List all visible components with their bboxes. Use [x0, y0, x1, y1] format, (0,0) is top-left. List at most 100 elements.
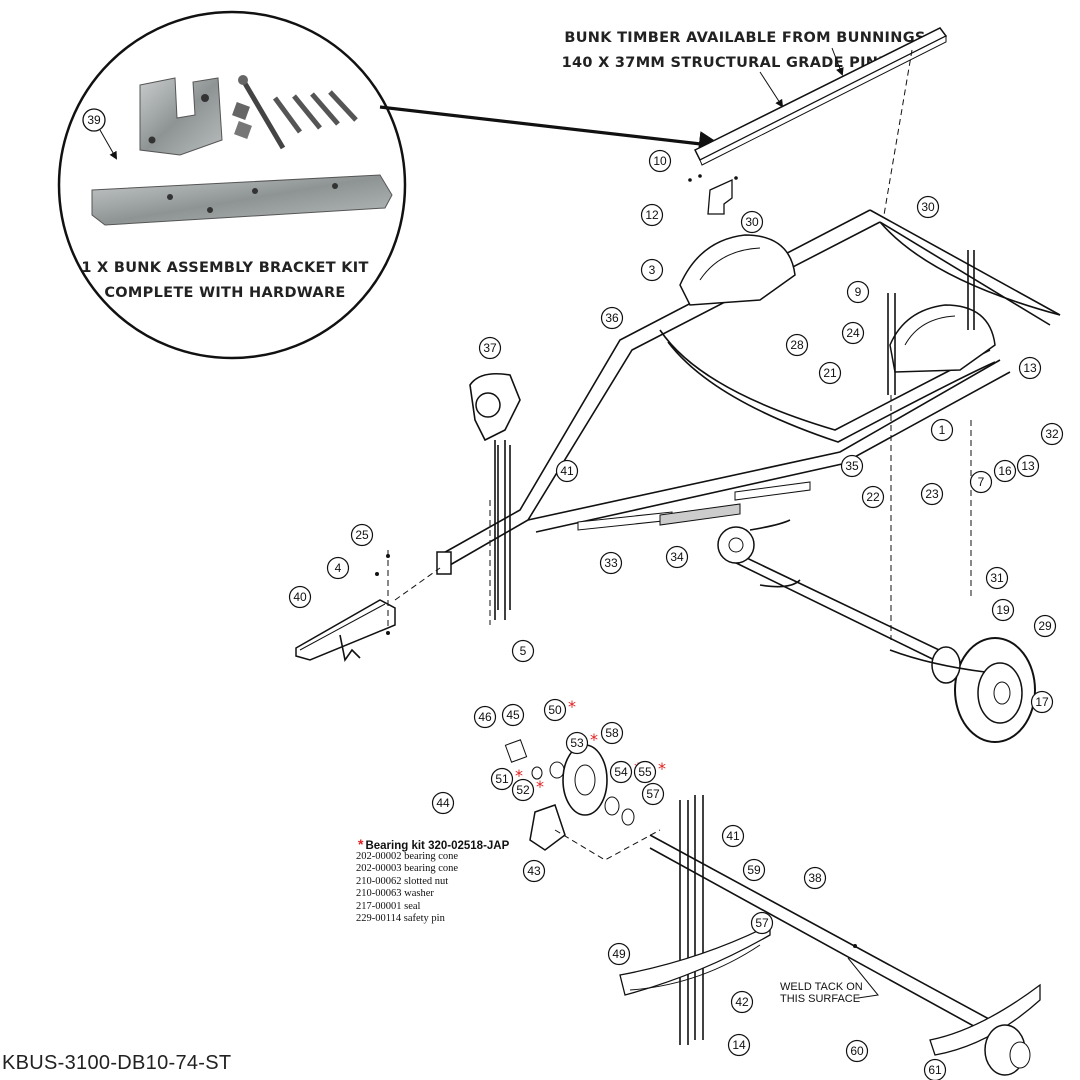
callout-circle — [730, 990, 754, 1014]
hardware-image — [232, 75, 358, 150]
callout-circle — [607, 942, 631, 966]
callout-12: 12 — [640, 203, 664, 227]
bearing-kit-item: 202-00002 bearing cone — [356, 851, 459, 862]
callout-40: 40 — [288, 585, 312, 609]
callout-label: 1 — [939, 423, 946, 437]
callout-circle — [473, 705, 497, 729]
callout-label: 31 — [990, 571, 1004, 585]
callout-50: 50* — [543, 697, 576, 722]
callout-label: 55 — [638, 765, 652, 779]
callout-circle — [785, 333, 809, 357]
callout-31: 31 — [985, 566, 1009, 590]
callout-label: 13 — [1021, 459, 1035, 473]
callout-circle — [803, 866, 827, 890]
bearing-kit-item: 229-00114 safety pin — [356, 913, 445, 925]
callout-circle — [648, 149, 672, 173]
callout-label: 38 — [808, 871, 822, 885]
bunk-bracket — [688, 174, 738, 215]
callout-circle — [742, 858, 766, 882]
callout-57: 57 — [641, 782, 665, 806]
callout-circle — [846, 280, 870, 304]
callout-circle — [845, 1039, 869, 1063]
callout-32: 32 — [1040, 422, 1064, 446]
callout-43: 43 — [522, 859, 546, 883]
callout-circle — [818, 361, 842, 385]
callout-label: 33 — [604, 556, 618, 570]
bunk-bar-image — [91, 174, 393, 226]
callout-25: 25 — [350, 523, 374, 547]
callout-label: 23 — [925, 487, 939, 501]
callout-circle — [969, 470, 993, 494]
callout-circle — [511, 778, 535, 802]
callout-circle — [326, 556, 350, 580]
callout-circle — [861, 485, 885, 509]
callout-55: 55 * — [633, 759, 666, 784]
callout-label: 58 — [605, 726, 619, 740]
star-icon: * — [358, 836, 364, 852]
callout-label: 45 — [506, 708, 520, 722]
callout-label: 36 — [605, 311, 619, 325]
callout-label: 25 — [355, 528, 369, 542]
callout-circle — [1033, 614, 1057, 638]
bearing-kit-item: 217-00001 seal — [356, 900, 421, 912]
callout-51: 51 * — [490, 766, 523, 791]
bunk-note-line1: BUNK TIMBER AVAILABLE FROM BUNNINGS — [564, 30, 925, 46]
callout-label: 30 — [921, 200, 935, 214]
callout-label: 59 — [747, 863, 761, 877]
callout-circle — [633, 760, 657, 784]
callout-label: 49 — [612, 947, 626, 961]
callout-36: 36 — [600, 306, 624, 330]
callout-circle — [609, 760, 633, 784]
callout-5: 5 — [511, 639, 535, 663]
inset-pointer-arrow — [379, 105, 725, 157]
star-icon: * — [568, 697, 576, 716]
upper-axle — [717, 519, 961, 671]
callout-label: 3 — [649, 263, 656, 277]
callout-circle — [599, 551, 623, 575]
right-fender — [889, 304, 996, 373]
star-icon: * — [658, 759, 666, 778]
lower-axle — [619, 795, 1041, 1076]
callout-4: 4 — [326, 556, 350, 580]
callout-circle — [665, 545, 689, 569]
bunk-note-line2: 140 X 37MM STRUCTURAL GRADE PINE — [562, 55, 889, 71]
model-code: KBUS-3100-DB10-74-ST — [2, 1052, 232, 1074]
bearing-kit-item: 210-00062 slotted nut — [356, 875, 449, 887]
callout-circle — [930, 418, 954, 442]
callout-35: 35 — [840, 454, 864, 478]
callout-3: 3 — [640, 258, 664, 282]
callout-circle — [431, 791, 455, 815]
callout-label: 35 — [845, 459, 859, 473]
callout-circle — [991, 598, 1015, 622]
callout-label: 57 — [755, 916, 769, 930]
bunk-posts — [887, 250, 975, 640]
callout-22: 22 — [861, 485, 885, 509]
callout-label: 44 — [436, 796, 450, 810]
callout-60: 60 — [845, 1039, 869, 1063]
callout-41: 41 — [555, 459, 579, 483]
callout-circle — [640, 203, 664, 227]
bearing-kit-title-text: Bearing kit 320-02518-JAP — [365, 840, 510, 852]
callout-label: 17 — [1035, 695, 1049, 709]
callout-19: 19 — [991, 598, 1015, 622]
callout-label: 13 — [1023, 361, 1037, 375]
callout-circle — [1040, 422, 1064, 446]
callout-14: 14 — [727, 1033, 751, 1057]
callout-label: 43 — [527, 864, 541, 878]
star-icon: * — [515, 766, 523, 785]
callout-label: 51 — [495, 772, 509, 786]
callout-label: 21 — [823, 366, 837, 380]
callout-9: 9 — [846, 280, 870, 304]
callout-label: 42 — [735, 995, 749, 1009]
callout-circle — [501, 703, 525, 727]
callout-label: 34 — [670, 550, 684, 564]
callout-circle — [993, 459, 1017, 483]
callout-29: 29 — [1033, 614, 1057, 638]
wheel — [889, 637, 1036, 743]
callout-44: 44 — [431, 791, 455, 815]
callout-37: 37 — [478, 336, 502, 360]
callout-circle — [288, 585, 312, 609]
callout-label: 4 — [335, 561, 342, 575]
callout-circle — [565, 731, 589, 755]
